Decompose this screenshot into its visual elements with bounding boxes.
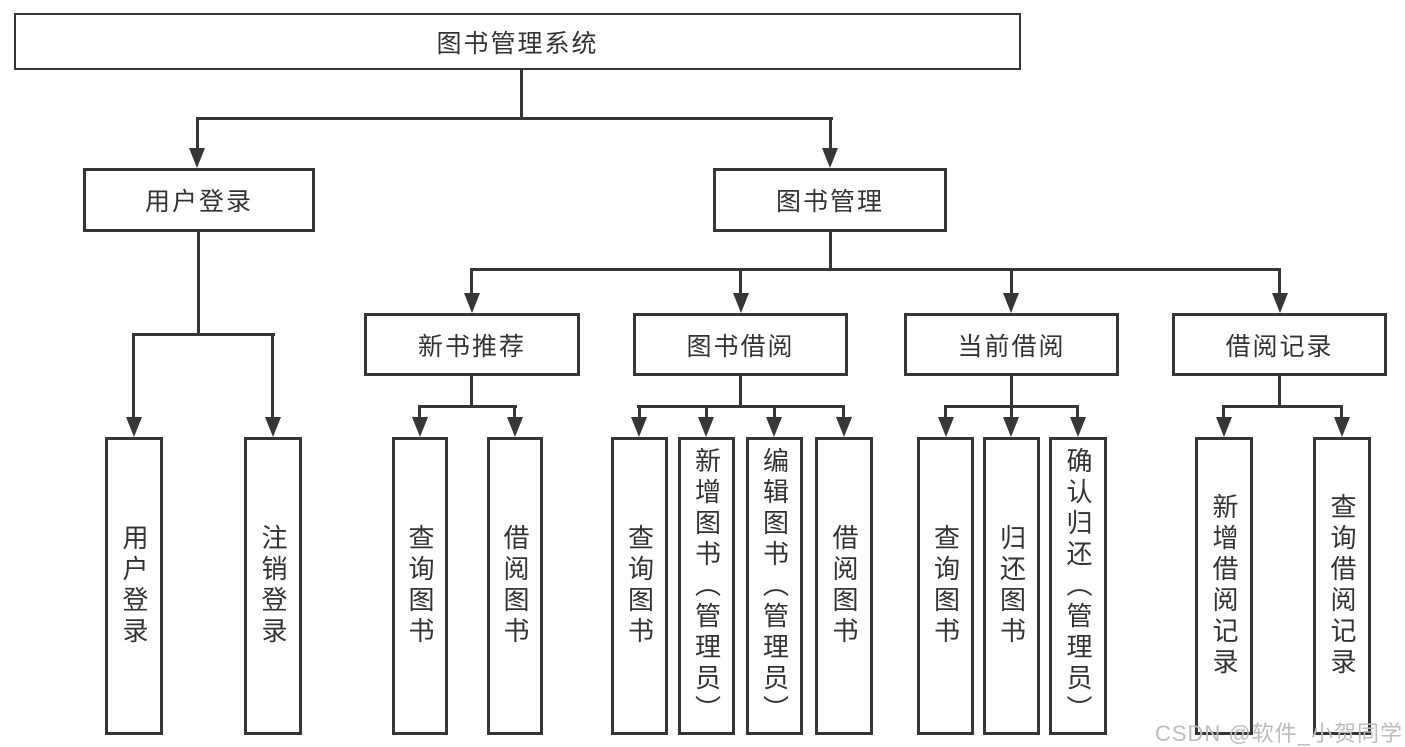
connector-drop [513, 405, 516, 417]
arrowhead-borrow-records-icon [1272, 293, 1288, 313]
node-current-borrow: 当前借阅 [904, 313, 1119, 376]
leaf-user-login: 用户登录 [105, 437, 163, 735]
leaf-label: 归还图书 [996, 524, 1027, 648]
connector-book-mgmt-branch [470, 268, 1281, 271]
leaf-add-books-admin: 新增图书（管理员） [678, 437, 735, 735]
leaf-add-borrow-record: 新增借阅记录 [1195, 437, 1253, 735]
node-user-login: 用户登录 [83, 168, 315, 232]
connector-drop-current-borrow [1010, 268, 1013, 293]
connector-drop-book-borrow [739, 268, 742, 293]
csdn-watermark: CSDN @软件_小贺同学 [1154, 721, 1403, 746]
node-library-system-label: 图书管理系统 [436, 29, 599, 58]
leaf-query-books: 查询图书 [917, 437, 974, 735]
leaf-query-borrow-record: 查询借阅记录 [1313, 437, 1371, 735]
connector-current-borrow-stem [1010, 376, 1013, 408]
leaf-label: 确认归还（管理员） [1063, 446, 1093, 726]
connector-book-mgmt-stem [829, 232, 832, 271]
node-borrow-records: 借阅记录 [1172, 313, 1387, 376]
arrowhead-icon [1003, 417, 1019, 437]
arrowhead-icon [836, 417, 852, 437]
leaf-label: 新增图书（管理员） [691, 446, 722, 726]
arrowhead-book-borrow-icon [733, 293, 749, 313]
connector-drop [1076, 405, 1079, 417]
leaf-confirm-return-admin: 确认归还（管理员） [1049, 437, 1107, 735]
connector-borrow-records-branch [1222, 405, 1343, 408]
node-new-book-recommend: 新书推荐 [364, 313, 580, 376]
leaf-label: 编辑图书（管理员） [759, 446, 790, 726]
connector-drop [773, 405, 776, 417]
connector-book-borrow-branch [637, 405, 845, 408]
leaf-label: 查询图书 [405, 524, 435, 648]
connector-user-login-stem [197, 232, 200, 336]
leaf-label: 查询图书 [930, 524, 961, 648]
node-borrow-records-label: 借阅记录 [1225, 332, 1334, 361]
connector-drop [638, 405, 641, 417]
arrowhead-icon [938, 417, 954, 437]
connector-drop-book-mgmt [829, 117, 832, 150]
leaf-logout: 注销登录 [244, 437, 302, 735]
connector-drop [1010, 405, 1013, 417]
connector-root-stem [520, 70, 523, 119]
arrowhead-icon [412, 417, 428, 437]
leaf-label: 查询图书 [624, 524, 655, 648]
arrowhead-leaf-logout-icon [265, 417, 281, 437]
arrowhead-icon [766, 417, 782, 437]
leaf-label: 用户登录 [119, 524, 149, 648]
connector-borrow-records-stem [1278, 376, 1281, 408]
connector-new-book-stem [470, 376, 473, 408]
connector-drop-borrow-records [1278, 268, 1281, 293]
connector-drop-leaf-logout [271, 333, 274, 417]
node-user-login-label: 用户登录 [144, 188, 253, 216]
connector-drop [1222, 405, 1225, 417]
arrowhead-new-book-icon [464, 293, 480, 313]
node-book-borrow: 图书借阅 [633, 313, 848, 376]
connector-drop [1340, 405, 1343, 417]
connector-drop [418, 405, 421, 417]
connector-drop-leaf-user-login [132, 333, 135, 417]
connector-drop-new-book [470, 268, 473, 293]
connector-user-login-branch [132, 333, 275, 336]
arrowhead-icon [1216, 417, 1232, 437]
leaf-query-books: 查询图书 [611, 437, 668, 735]
arrowhead-icon [507, 417, 523, 437]
node-book-management: 图书管理 [713, 168, 947, 232]
leaf-label: 新增借阅记录 [1209, 493, 1239, 679]
arrowhead-icon [1070, 417, 1086, 437]
arrowhead-icon [1334, 417, 1350, 437]
connector-drop [842, 405, 845, 417]
leaf-label: 查询借阅记录 [1327, 493, 1357, 679]
leaf-label: 借阅图书 [829, 524, 859, 648]
arrowhead-icon [631, 417, 647, 437]
leaf-query-books: 查询图书 [392, 437, 448, 735]
connector-drop-user-login [196, 117, 199, 150]
leaf-edit-books-admin: 编辑图书（管理员） [746, 437, 803, 735]
leaf-label: 借阅图书 [500, 524, 530, 648]
arrowhead-current-borrow-icon [1003, 293, 1019, 313]
node-new-book-recommend-label: 新书推荐 [417, 332, 526, 361]
leaf-label: 注销登录 [258, 524, 288, 648]
node-book-borrow-label: 图书借阅 [686, 332, 795, 361]
node-current-borrow-label: 当前借阅 [957, 332, 1066, 361]
node-library-system: 图书管理系统 [14, 13, 1021, 70]
connector-root-branch [196, 117, 833, 120]
node-book-management-label: 图书管理 [775, 188, 884, 216]
connector-new-book-branch [418, 405, 517, 408]
arrowhead-leaf-user-login-icon [126, 417, 142, 437]
leaf-borrow-books: 借阅图书 [487, 437, 543, 735]
arrowhead-icon [698, 417, 714, 437]
leaf-return-books: 归还图书 [983, 437, 1040, 735]
connector-book-borrow-stem [739, 376, 742, 408]
leaf-borrow-books: 借阅图书 [815, 437, 873, 735]
connector-drop [944, 405, 947, 417]
arrowhead-book-mgmt-icon [822, 148, 838, 168]
connector-drop [705, 405, 708, 417]
arrowhead-user-login-icon [189, 148, 205, 168]
